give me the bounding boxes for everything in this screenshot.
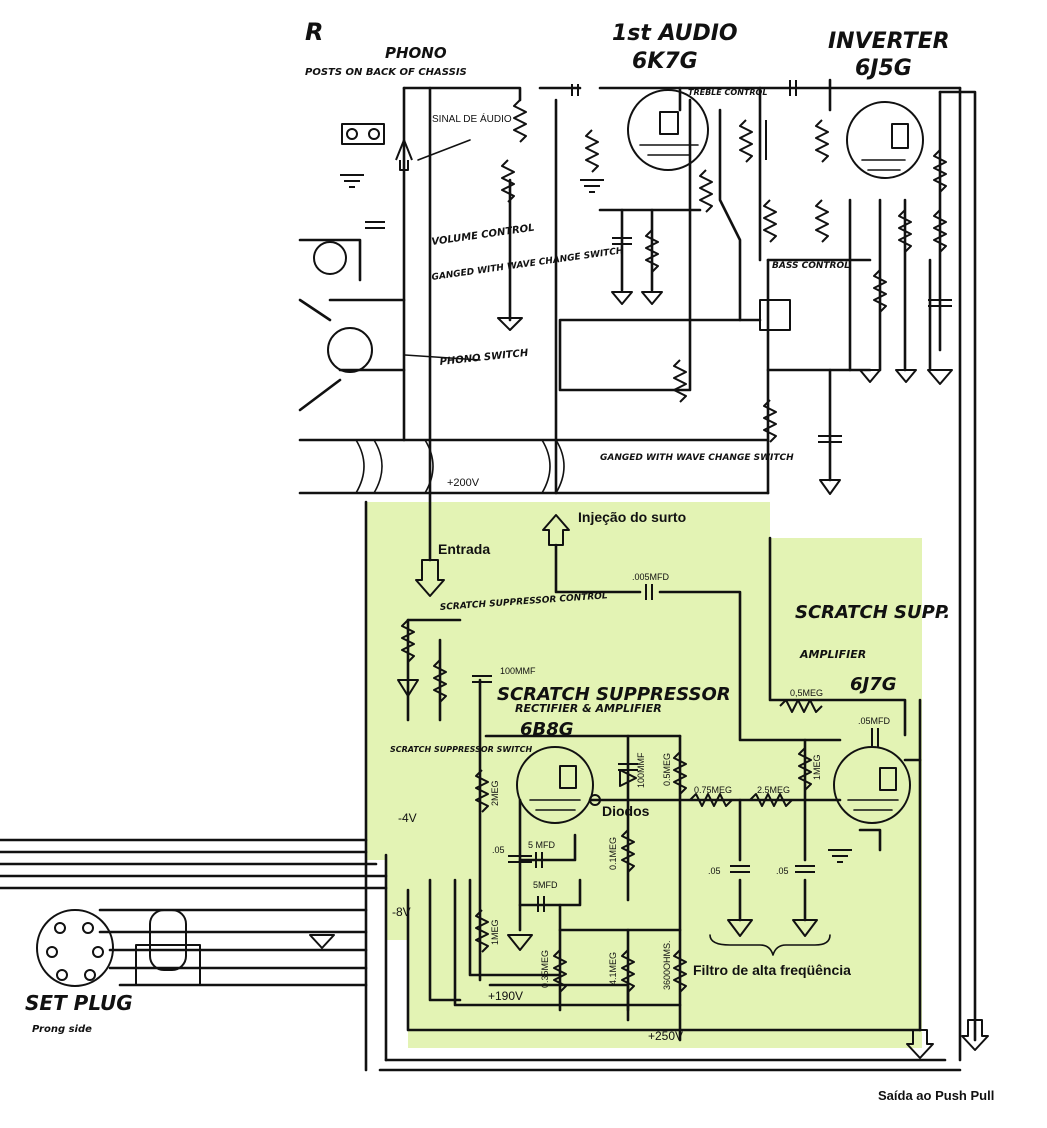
phono-switch-label: PHONO SWITCH: [439, 348, 529, 368]
signal-arrows: [404, 139, 989, 1059]
res-2meg-label: 2MEG: [490, 780, 500, 806]
scratch-supp-title: SCRATCH SUPP.: [795, 602, 950, 623]
upper-components: [313, 80, 953, 495]
bass-control-label: BASS CONTROL: [772, 261, 850, 271]
set-plug: [36, 909, 114, 987]
ganged-wave-change-label: GANGED WITH WAVE CHANGE SWITCH: [600, 453, 794, 463]
injecao-surto-label: Injeção do surto: [578, 509, 686, 525]
res-3600ohms-label: 3600OHMS.: [662, 940, 672, 990]
res-05meg-label: 0.5MEG: [662, 753, 672, 786]
scratch-suppressor-highlight: [366, 502, 922, 1048]
tube-6k7g: [627, 89, 709, 171]
voltage-250v-label: +250V: [648, 1029, 683, 1043]
res-1meg-right-label: 1MEG: [812, 754, 822, 780]
res-05meg-top-label: 0,5MEG: [790, 688, 823, 698]
phono-posts-label: POSTS ON BACK OF CHASSIS: [305, 67, 467, 78]
first-audio-title: 1st AUDIO: [612, 21, 738, 46]
cap-05mfd-top-label: .05MFD: [858, 716, 891, 726]
volume-control-label: VOLUME CONTROL: [431, 223, 535, 248]
set-plug-cable: [0, 838, 388, 987]
scratch-supp-sub: AMPLIFIER: [799, 648, 866, 661]
res-035meg-label: 0.35MEG: [540, 950, 550, 988]
voltage-neg4v-label: -4V: [398, 811, 417, 825]
res-1meg-left-label: 1MEG: [490, 919, 500, 945]
voltage-190v-label: +190V: [488, 989, 523, 1003]
voltage-200v-label: +200V: [447, 477, 480, 489]
tube-6j5g: [846, 101, 924, 179]
scratch-suppressor-sub: RECTIFIER & AMPLIFIER: [515, 702, 662, 715]
cap-100mmf-label: 100MMF: [500, 666, 536, 676]
scratch-suppressor-tube: 6B8G: [520, 719, 574, 740]
phono-label: PHONO: [385, 44, 447, 62]
lower-schematic-wiring: [364, 491, 962, 1072]
set-plug-label: SET PLUG: [25, 991, 133, 1015]
inverter-title: INVERTER: [828, 29, 950, 54]
cap-5mfd-b-label: 5MFD: [533, 880, 558, 890]
res-01meg-label: 0.1MEG: [608, 837, 618, 870]
scratch-suppressor-title: SCRATCH SUPPRESSOR: [497, 684, 731, 705]
scratch-supp-switch-label: SCRATCH SUPPRESSOR SWITCH: [390, 745, 533, 754]
cap-05-filter1-label: .05: [708, 866, 721, 876]
treble-control-label: TREBLE CONTROL: [688, 88, 767, 97]
partial-r-label: R: [305, 18, 323, 46]
res-075meg-label: 0.75MEG: [694, 785, 732, 795]
res-25meg-label: 2.5MEG: [757, 785, 790, 795]
voltage-neg8v-label: -8V: [392, 905, 411, 919]
diodos-label: Diodos: [602, 803, 650, 819]
upper-schematic-wiring: [298, 78, 977, 1062]
cap-100mmf-b-label: 100MMF: [636, 752, 646, 788]
cap-005mfd-label: .005MFD: [632, 572, 670, 582]
lower-components: [397, 584, 879, 993]
res-41meg-label: 4.1MEG: [608, 952, 618, 985]
cap-05-filter2-label: .05: [776, 866, 789, 876]
saida-push-pull-label: Saída ao Push Pull: [878, 1088, 994, 1103]
ganged-with-wave-label: GANGED WITH WAVE CHANGE SWITCH: [431, 246, 625, 283]
cap-05-left-label: .05: [492, 845, 505, 855]
first-audio-tube: 6K7G: [632, 49, 698, 74]
tube-6b8g: [516, 746, 601, 824]
filtro-label: Filtro de alta freqüência: [693, 962, 851, 978]
scratch-supp-tube: 6J7G: [850, 674, 897, 695]
entrada-label: Entrada: [438, 541, 490, 557]
inverter-tube: 6J5G: [855, 56, 912, 81]
cap-5mfd-a-label: 5 MFD: [528, 840, 556, 850]
sinal-audio-label: SINAL DE ÁUDIO: [432, 112, 512, 125]
prong-side-label: Prong side: [32, 1024, 92, 1035]
